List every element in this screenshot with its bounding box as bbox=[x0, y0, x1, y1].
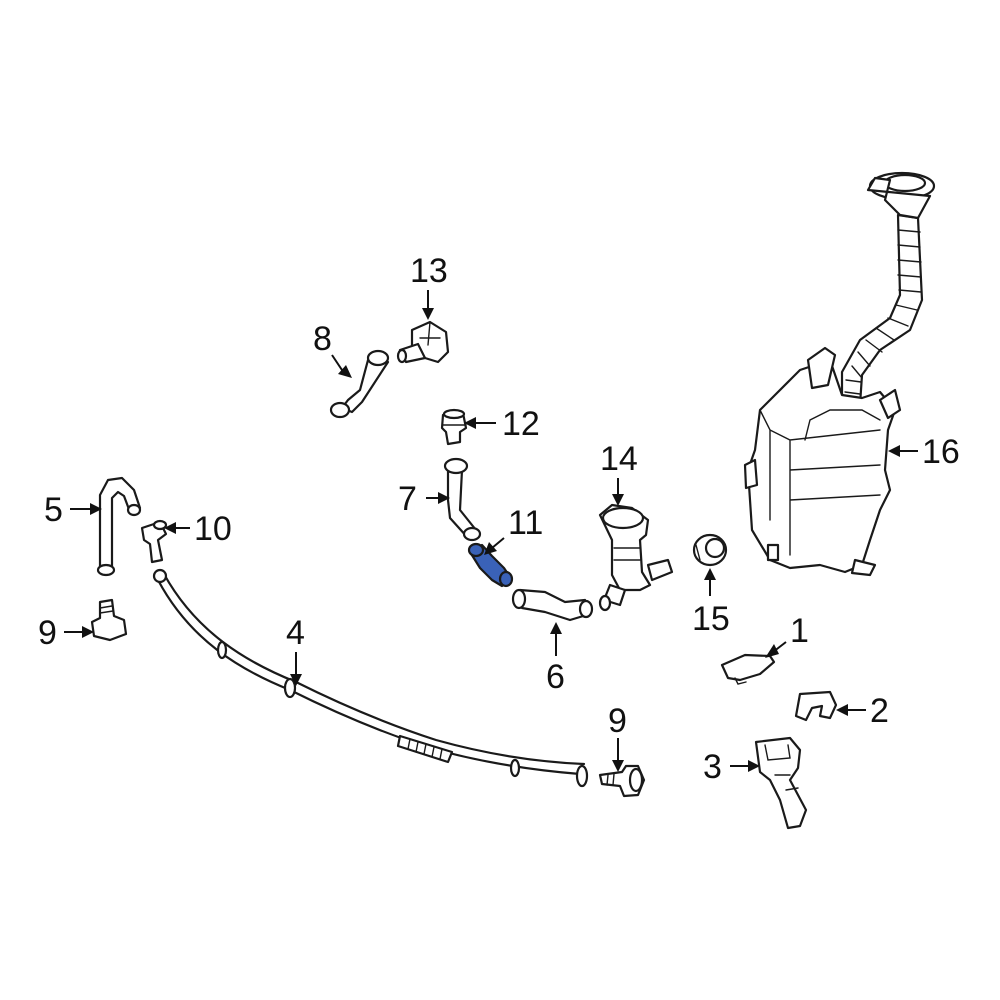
leader-14 bbox=[612, 478, 624, 506]
leader-3 bbox=[730, 760, 760, 772]
leader-12 bbox=[464, 417, 496, 429]
part-5-hose[interactable] bbox=[96, 476, 142, 577]
leader-1 bbox=[765, 641, 787, 658]
callout-13: 13 bbox=[410, 252, 448, 290]
part-7-hose[interactable] bbox=[443, 457, 482, 542]
part-2-clip[interactable] bbox=[794, 690, 838, 722]
part-9-nozzle-right[interactable] bbox=[598, 764, 646, 798]
part-4-hose[interactable] bbox=[152, 568, 589, 788]
part-8-hose[interactable] bbox=[329, 349, 390, 419]
leader-15 bbox=[704, 568, 716, 596]
leader-5 bbox=[70, 503, 102, 515]
part-14-washer-pump[interactable] bbox=[598, 503, 674, 612]
leader-7 bbox=[426, 492, 450, 504]
part-10-joint[interactable] bbox=[140, 519, 168, 564]
leader-16 bbox=[888, 445, 918, 457]
leader-2 bbox=[836, 704, 866, 716]
callout-8: 8 bbox=[313, 320, 332, 358]
callout-7: 7 bbox=[398, 480, 417, 518]
part-9-nozzle-left[interactable] bbox=[90, 598, 128, 642]
callout-1: 1 bbox=[790, 612, 809, 650]
leader-10 bbox=[164, 522, 190, 534]
callout-4: 4 bbox=[286, 614, 305, 652]
callout-10: 10 bbox=[194, 510, 232, 548]
callout-11: 11 bbox=[508, 504, 543, 542]
leader-9-right bbox=[612, 738, 624, 772]
part-16-reservoir[interactable] bbox=[743, 171, 936, 577]
callout-14: 14 bbox=[600, 440, 638, 478]
callout-12: 12 bbox=[502, 405, 540, 443]
callout-16: 16 bbox=[922, 433, 960, 471]
part-15-grommet[interactable] bbox=[692, 533, 728, 567]
callout-2: 2 bbox=[870, 692, 889, 730]
part-12-fitting[interactable] bbox=[440, 408, 468, 446]
callout-5: 5 bbox=[44, 491, 63, 529]
callout-3: 3 bbox=[703, 748, 722, 786]
part-6-hose[interactable] bbox=[511, 588, 594, 622]
leader-13 bbox=[422, 290, 434, 320]
part-11-hose[interactable] bbox=[467, 542, 514, 588]
part-13-connector[interactable] bbox=[396, 320, 450, 364]
leader-4 bbox=[290, 652, 302, 686]
part-1-cover[interactable] bbox=[720, 653, 776, 685]
leader-11 bbox=[484, 537, 505, 555]
callout-6: 6 bbox=[546, 658, 565, 696]
callout-9-right: 9 bbox=[608, 702, 627, 740]
leader-9-left bbox=[64, 626, 94, 638]
callout-15: 15 bbox=[692, 600, 730, 638]
callout-9-left: 9 bbox=[38, 614, 57, 652]
leader-6 bbox=[550, 622, 562, 656]
leader-8 bbox=[331, 354, 352, 378]
part-3-bracket[interactable] bbox=[754, 736, 808, 830]
